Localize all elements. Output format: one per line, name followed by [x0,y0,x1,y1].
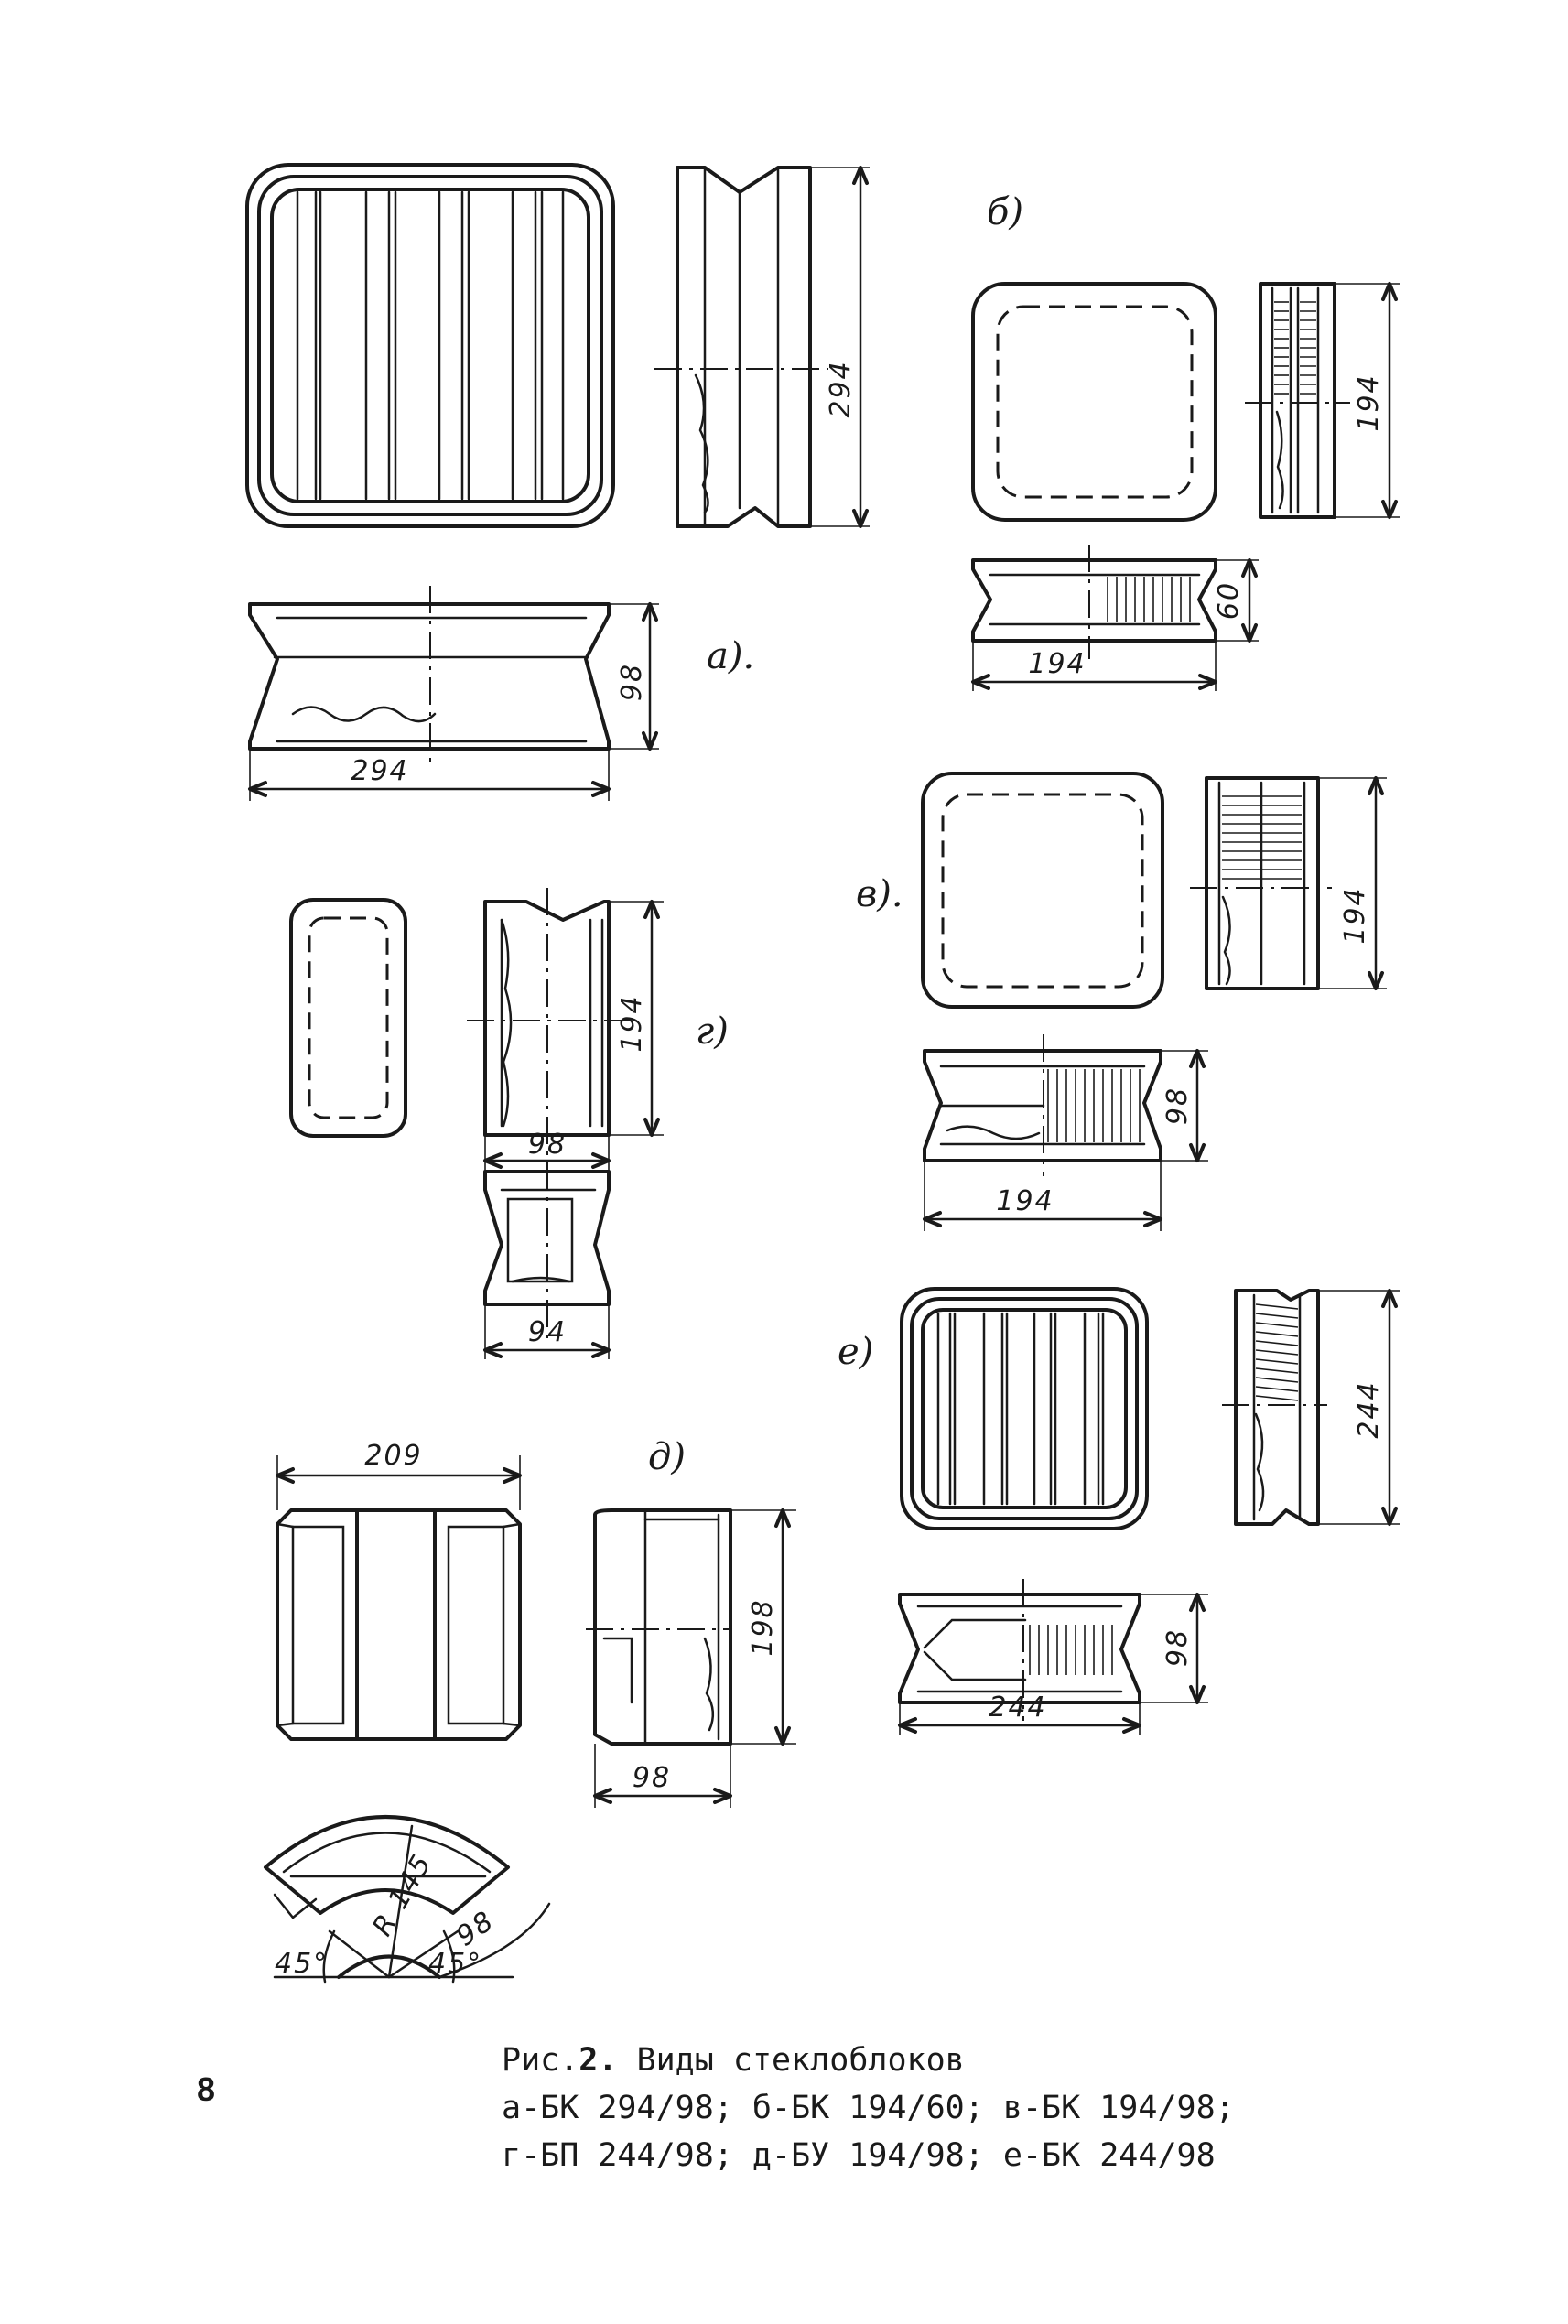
dim-b-width: 194 [1028,648,1086,680]
block-v-hatch-plan [1047,1069,1141,1142]
block-a-front-view [245,163,615,528]
dim-g-height: 194 [616,994,648,1052]
caption-title-number: 2. [579,2042,618,2079]
caption-title-text: Виды стеклоблоков [617,2042,965,2079]
dim-a-width: 294 [351,755,408,787]
block-e: е) [838,1287,1400,1735]
block-v-front-view [921,772,1164,1009]
dim-d-radius: R 145 [366,1848,438,1941]
block-v-plan-view: 98 194 [923,1034,1208,1231]
figure-caption: Рис.2. Виды стеклоблоков а-БК 294/98; б-… [502,2037,1235,2179]
label-v: в). [856,873,903,915]
page-number: 8 [197,2070,216,2108]
block-e-hatch-plan [1029,1625,1113,1675]
block-e-plan-view: 98 244 [898,1579,1208,1735]
block-d: д) 209 [264,1436,796,1984]
block-g-plan-view: 94 [483,1170,611,1359]
caption-title-prefix: Рис. [502,2042,579,2079]
dim-a-depth: 98 [616,663,648,701]
block-v-side-section: 194 [1190,776,1387,990]
label-e: е) [838,1331,873,1373]
block-b-hatch-plan [1107,577,1191,622]
block-e-hatch-side [1255,1303,1299,1401]
dim-d-angle-right: 45° [428,1948,482,1980]
block-a-ribs [296,190,565,501]
block-e-ribs [936,1312,1105,1506]
block-v-hatch-side [1222,795,1302,880]
dim-v-depth: 98 [1162,1086,1194,1125]
block-d-plan-sector: R 145 45° 45° 98 [264,1815,551,1984]
block-d-side-section: 198 98 [586,1508,796,1808]
dim-d-depth: 98 [633,1762,671,1794]
block-a-side-section: 294 [654,166,870,528]
dim-b-depth: 60 [1213,581,1245,620]
label-b: б) [987,191,1023,233]
block-e-side-section: 244 [1222,1289,1400,1526]
dim-d-width: 209 [364,1440,422,1472]
block-g-front-view [289,898,407,1138]
block-a: 294 98 294 а). [245,163,870,801]
dim-d-arc: 98 [450,1905,501,1953]
dim-d-height: 198 [747,1598,779,1656]
dim-v-width: 194 [996,1185,1054,1217]
block-g-side-section: 194 98 [467,888,664,1346]
dim-v-height: 194 [1339,886,1371,944]
dim-d-angle-left: 45° [275,1948,329,1980]
caption-line-3: г-БП 244/98; д-БУ 194/98; е-БК 244/98 [502,2137,1216,2174]
block-d-front-view: 209 [276,1440,522,1741]
block-b-plan-view: 60 194 [971,545,1259,691]
block-b: б) [971,191,1400,691]
dim-g-depth-top: 98 [528,1129,567,1161]
label-a: а). [707,635,754,677]
block-v: в). 194 [856,772,1387,1231]
block-b-side-section: 194 [1245,282,1400,519]
dim-e-depth: 98 [1162,1628,1194,1667]
dim-a-height: 294 [825,360,857,417]
block-a-plan-view: 98 294 [248,586,659,801]
block-e-front-view [900,1287,1149,1530]
dim-g-depth-bottom: 94 [528,1316,567,1348]
label-d: д) [648,1436,686,1478]
dim-b-height: 194 [1353,373,1385,431]
dim-e-height: 244 [1353,1380,1385,1438]
block-g: 194 98 94 г) [289,888,729,1359]
caption-line-2: а-БК 294/98; б-БК 194/60; в-БК 194/98; [502,2090,1235,2126]
block-b-front-view [971,282,1217,522]
block-b-hatch-side [1274,301,1316,395]
label-g: г) [696,1011,729,1053]
dim-e-width: 244 [989,1692,1046,1724]
